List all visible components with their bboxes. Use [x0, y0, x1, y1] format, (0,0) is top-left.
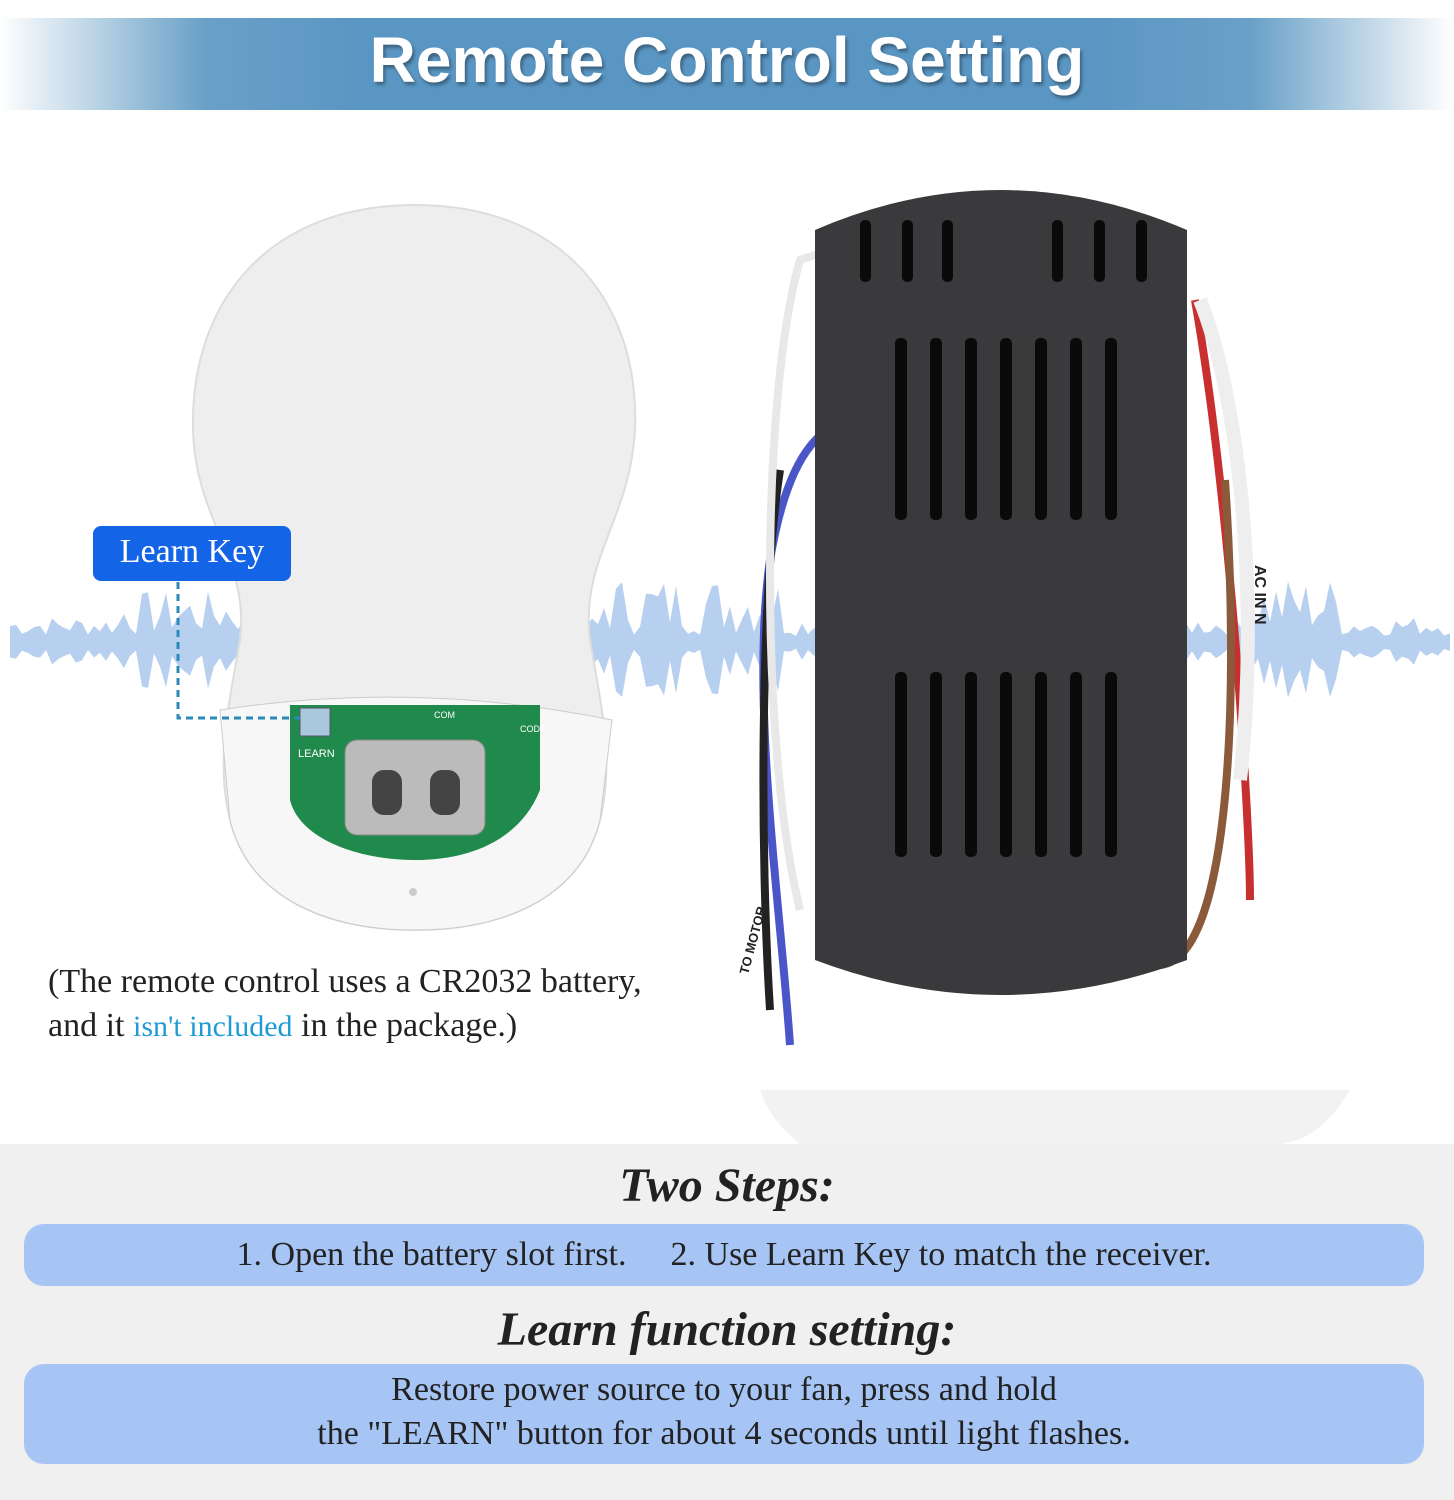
vent-slot [930, 338, 942, 520]
receiver-image: AC IN N TO MOTOR [736, 190, 1268, 1046]
battery-note-line1: (The remote control uses a CR2032 batter… [48, 963, 642, 1000]
vent-slot [1136, 220, 1147, 282]
battery-note-line2a: and it [48, 1007, 125, 1044]
vent-slot [895, 672, 907, 857]
learn-line-1: Restore power source to your fan, press … [391, 1371, 1057, 1408]
title-banner [0, 18, 1454, 110]
pcb-com-label: COM [434, 710, 455, 720]
signal-wave [10, 581, 1450, 698]
vent-slot [1070, 672, 1082, 857]
vent-slot [1094, 220, 1105, 282]
remote-control-image: LEARN COM CODE [191, 203, 637, 932]
learn-key-callout: Learn Key [93, 526, 291, 581]
steps-heading: Two Steps: [619, 1159, 835, 1212]
vent-slot [1105, 338, 1117, 520]
step-2: 2. Use Learn Key to match the receiver. [670, 1236, 1212, 1273]
pcb-learn-label: LEARN [298, 748, 335, 760]
page-title: Remote Control Setting [369, 24, 1085, 96]
vent-slot [1035, 338, 1047, 520]
callout-line [176, 582, 300, 720]
battery-note-highlight: isn't included [132, 1010, 293, 1043]
vent-slot [1052, 220, 1063, 282]
vent-slot [942, 220, 953, 282]
battery-note: (The remote control uses a CR2032 batter… [48, 960, 642, 1049]
vent-slot [1000, 672, 1012, 857]
learn-function-box: Restore power source to your fan, press … [24, 1364, 1424, 1464]
vent-slot [1070, 338, 1082, 520]
vent-slot [1035, 672, 1047, 857]
learn-line-2: the "LEARN" button for about 4 seconds u… [317, 1415, 1131, 1452]
vent-slot [1105, 672, 1117, 857]
steps-box: 1. Open the battery slot first. 2. Use Le… [24, 1224, 1424, 1286]
vent-slot [930, 672, 942, 857]
pcb-code-label: CODE [520, 724, 546, 734]
fan-canopy-image [760, 1090, 1350, 1144]
step-1: 1. Open the battery slot first. [236, 1236, 627, 1273]
learn-function-heading: Learn function setting: [497, 1303, 957, 1356]
vent-slot [895, 338, 907, 520]
product-illustration: LEARN COM CODE AC IN N TO MOTOR [10, 190, 1450, 1144]
wire-label-ac: AC IN N [1251, 565, 1268, 625]
vent-slot [965, 338, 977, 520]
vent-slot [902, 220, 913, 282]
vent-slot [1000, 338, 1012, 520]
vent-slot [965, 672, 977, 857]
battery-note-line2b: in the package.) [301, 1007, 518, 1044]
vent-slot [860, 220, 871, 282]
instructions-panel: Two Steps: 1. Open the battery slot firs… [0, 1144, 1454, 1500]
